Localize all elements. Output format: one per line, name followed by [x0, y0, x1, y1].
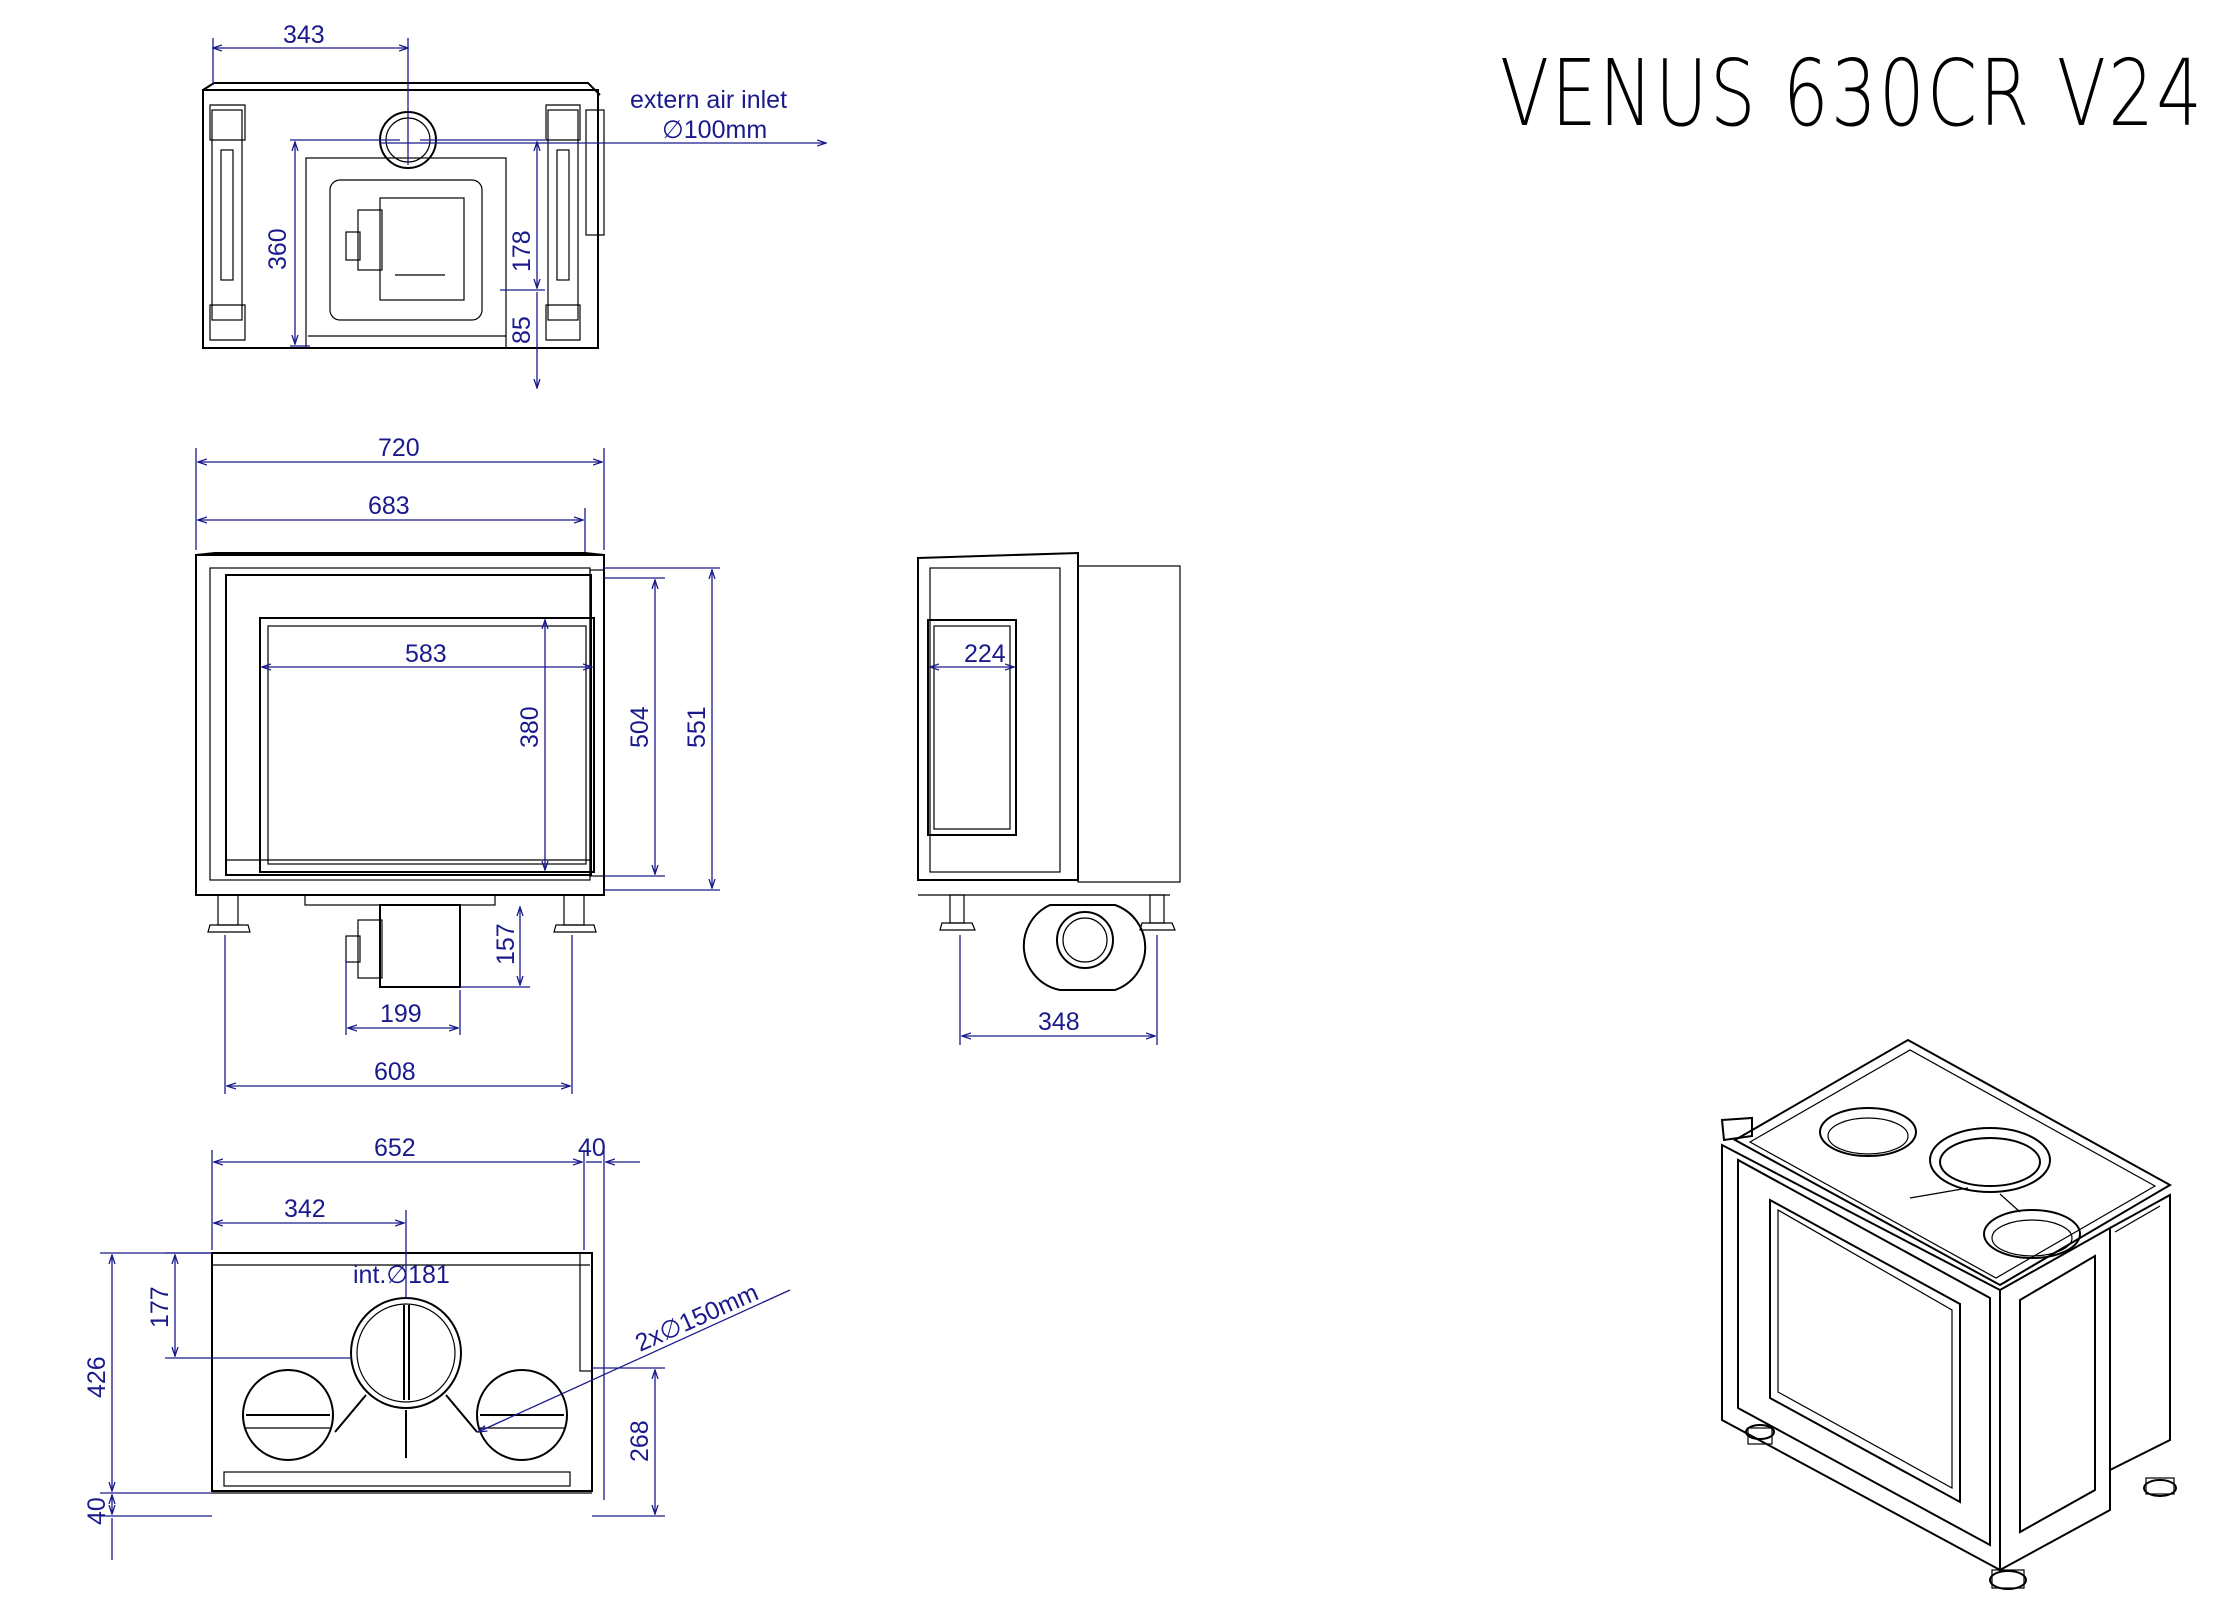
label-int-diameter: int.∅181	[353, 1261, 450, 1289]
inlet-label: extern air inlet	[630, 86, 787, 114]
dim-40-right: 40	[578, 1134, 606, 1162]
label-2x-diameter: 2x∅150mm	[631, 1278, 763, 1357]
dim-683: 683	[368, 492, 410, 520]
dim-426: 426	[83, 1356, 111, 1398]
dim-343: 343	[283, 21, 325, 49]
dim-360: 360	[264, 228, 292, 270]
dim-224: 224	[964, 640, 1006, 668]
front-view: 720 683 583 380 504 551 157	[195, 434, 720, 1094]
dim-342: 342	[284, 1195, 326, 1223]
dim-177: 177	[146, 1286, 174, 1328]
dim-504: 504	[626, 706, 654, 748]
isometric-view	[1720, 1038, 2177, 1590]
dim-551: 551	[683, 706, 711, 748]
dim-199: 199	[380, 1000, 422, 1028]
dim-157: 157	[492, 923, 520, 965]
dim-380: 380	[516, 706, 544, 748]
dim-268: 268	[626, 1420, 654, 1462]
dim-178: 178	[508, 230, 536, 272]
dim-583: 583	[405, 640, 447, 668]
dim-652: 652	[374, 1134, 416, 1162]
plan-view: 652 40 342 int.∅181 177 426	[83, 1134, 791, 1560]
dim-40-left: 40	[83, 1497, 111, 1525]
dim-720: 720	[378, 434, 420, 462]
inlet-diameter: ∅100mm	[662, 116, 767, 144]
dim-608: 608	[374, 1058, 416, 1086]
top-view: 343 extern air inlet ∅100mm 360 178 85	[202, 21, 826, 388]
dim-85: 85	[508, 316, 536, 344]
dim-348: 348	[1038, 1008, 1080, 1036]
side-view: 224 348	[917, 551, 1181, 1045]
